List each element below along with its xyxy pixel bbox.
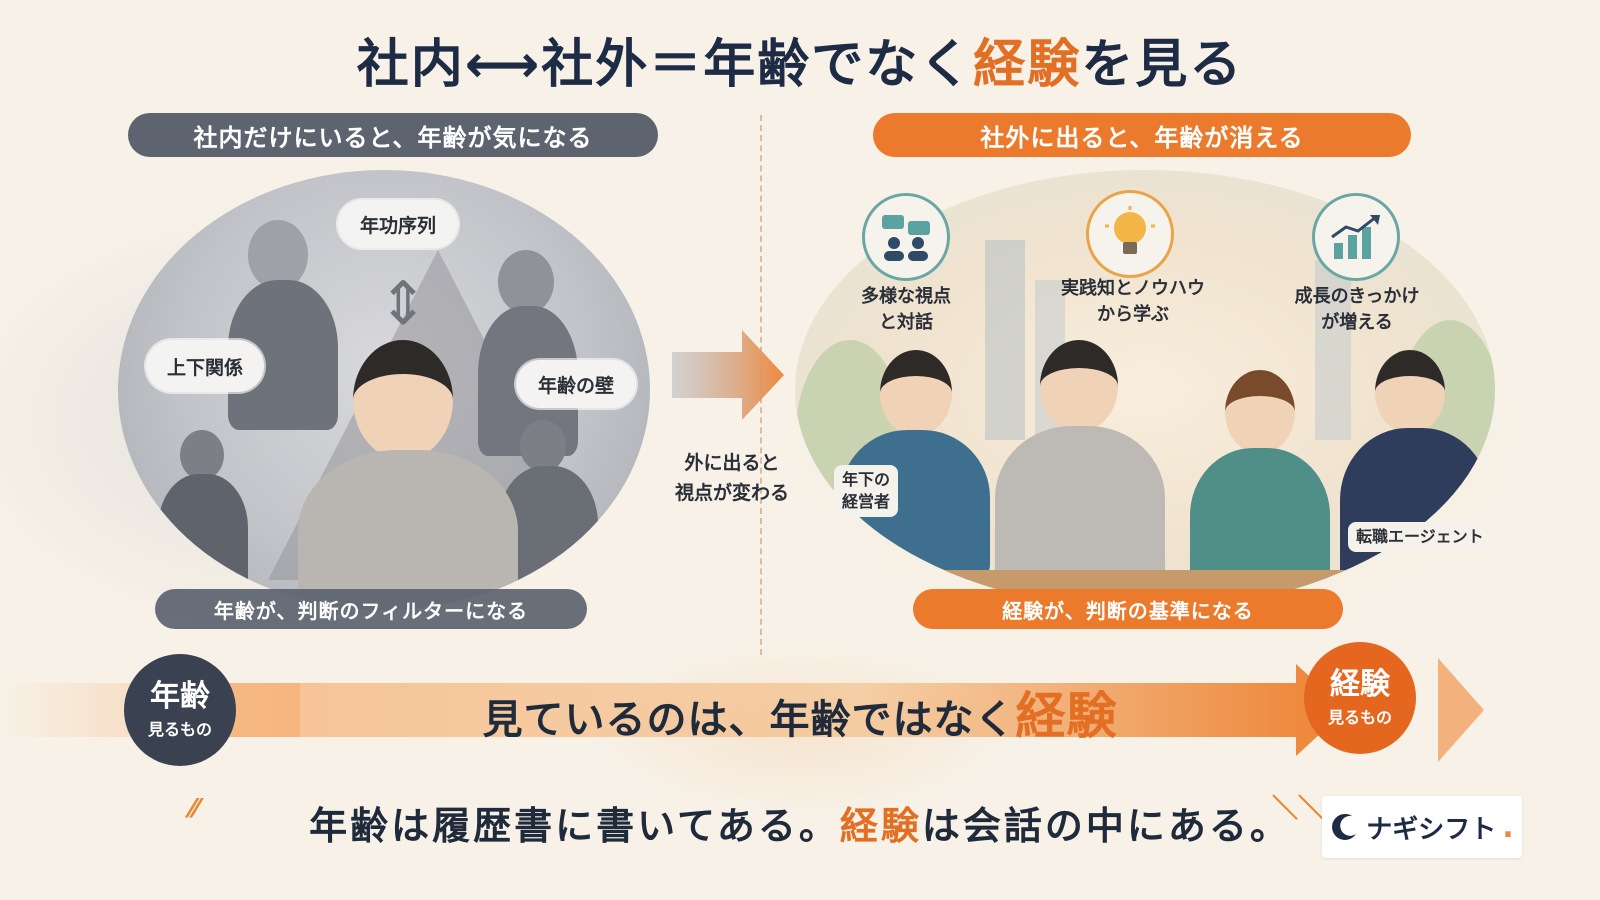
feature-label-practical: 実践知とノウハウ から学ぶ bbox=[1048, 276, 1218, 328]
bubble-hierarchy: 上下関係 bbox=[146, 340, 264, 392]
logo-dot: . bbox=[1502, 809, 1514, 845]
crescent-moon-icon bbox=[1332, 813, 1357, 840]
logo-text: ナギシフト bbox=[1366, 814, 1497, 845]
title-part2: を見る bbox=[1081, 35, 1244, 95]
footer-part2: は会話の中にある。 bbox=[921, 804, 1291, 848]
band-message-accent: 経験 bbox=[1015, 687, 1118, 745]
feature-label-growth-line1: 成長のきっかけ bbox=[1294, 286, 1420, 307]
band-message-main: 見ているのは、年齢ではなく bbox=[482, 697, 1016, 743]
age-badge-title: 年齢 bbox=[150, 679, 210, 714]
tag-career-agent-text: 転職エージェント bbox=[1356, 527, 1484, 546]
transition-arrow-icon bbox=[672, 330, 784, 420]
feature-label-growth: 成長のきっかけ が増える bbox=[1282, 284, 1432, 336]
sparkle-icon: ＼＼ bbox=[1272, 794, 1325, 824]
footer-message: 年齢は履歴書に書いてある。経験は会話の中にある。 bbox=[0, 795, 1600, 850]
feature-label-diverse-line2: と対話 bbox=[879, 312, 933, 333]
feature-label-practical-line1: 実践知とノウハウ bbox=[1061, 278, 1205, 299]
right-footer-pill: 経験が、判断の基準になる bbox=[913, 589, 1343, 629]
left-footer-text: 年齢が、判断のフィルターになる bbox=[213, 598, 529, 623]
transition-caption-line1: 外に出ると bbox=[684, 452, 780, 474]
feature-label-diverse-line1: 多様な視点 bbox=[861, 286, 951, 307]
bubble-age-wall: 年齢の壁 bbox=[516, 360, 636, 408]
left-header-pill: 社内だけにいると、年齢が気になる bbox=[128, 113, 658, 157]
experience-badge: 経験 見るもの bbox=[1304, 642, 1416, 754]
lightbulb-icon bbox=[1086, 190, 1174, 278]
experience-badge-caption: 見るもの bbox=[1327, 708, 1392, 727]
bubble-age-wall-text: 年齢の壁 bbox=[537, 374, 614, 397]
title-accent: 経験 bbox=[973, 35, 1082, 95]
page-title: 社内⟷社外＝年齢でなく経験を見る bbox=[0, 22, 1600, 97]
footer-accent: 経験 bbox=[839, 804, 922, 848]
nagishift-logo: ナギシフト. bbox=[1322, 796, 1522, 858]
band-arrow-body bbox=[210, 683, 1300, 737]
right-header-pill: 社外に出ると、年齢が消える bbox=[873, 113, 1411, 157]
bubble-seniority: 年功序列 bbox=[338, 200, 458, 248]
sparkle-icon: ⁄⁄ bbox=[190, 794, 199, 824]
tag-young-executive-line2: 経営者 bbox=[842, 492, 891, 511]
title-part1: 社内⟷社外＝年齢でなく bbox=[356, 35, 974, 95]
city-building-shape bbox=[985, 240, 1025, 440]
feature-label-practical-line2: から学ぶ bbox=[1097, 304, 1169, 325]
experience-badge-title: 経験 bbox=[1330, 667, 1390, 702]
feature-label-growth-line2: が増える bbox=[1321, 312, 1393, 333]
feature-label-diverse: 多様な視点 と対話 bbox=[842, 284, 970, 336]
age-badge-caption: 見るもの bbox=[147, 720, 212, 739]
city-building-shape bbox=[1315, 260, 1351, 440]
tag-career-agent: 転職エージェント bbox=[1348, 522, 1492, 552]
up-down-arrow-icon: ⇕ bbox=[378, 269, 429, 339]
bubble-seniority-text: 年功序列 bbox=[359, 214, 436, 237]
right-header-text: 社外に出ると、年齢が消える bbox=[980, 123, 1304, 152]
tag-young-executive-line1: 年下の bbox=[842, 470, 891, 489]
footer-part1: 年齢は履歴書に書いてある。 bbox=[309, 804, 840, 848]
band-arrowhead-outer-icon bbox=[1438, 658, 1484, 762]
transition-caption: 外に出ると 視点が変わる bbox=[662, 448, 802, 508]
transition-caption-line2: 視点が変わる bbox=[674, 482, 789, 504]
bubble-hierarchy-text: 上下関係 bbox=[166, 356, 243, 379]
growth-chart-icon bbox=[1312, 193, 1400, 281]
tag-young-executive: 年下の 経営者 bbox=[834, 465, 899, 517]
chat-people-icon bbox=[862, 193, 950, 281]
right-footer-text: 経験が、判断の基準になる bbox=[1002, 598, 1254, 623]
left-footer-pill: 年齢が、判断のフィルターになる bbox=[155, 589, 587, 629]
left-header-text: 社内だけにいると、年齢が気になる bbox=[193, 123, 593, 152]
age-badge: 年齢 見るもの bbox=[124, 654, 236, 766]
band-message: 見ているのは、年齢ではなく経験 bbox=[300, 676, 1300, 748]
